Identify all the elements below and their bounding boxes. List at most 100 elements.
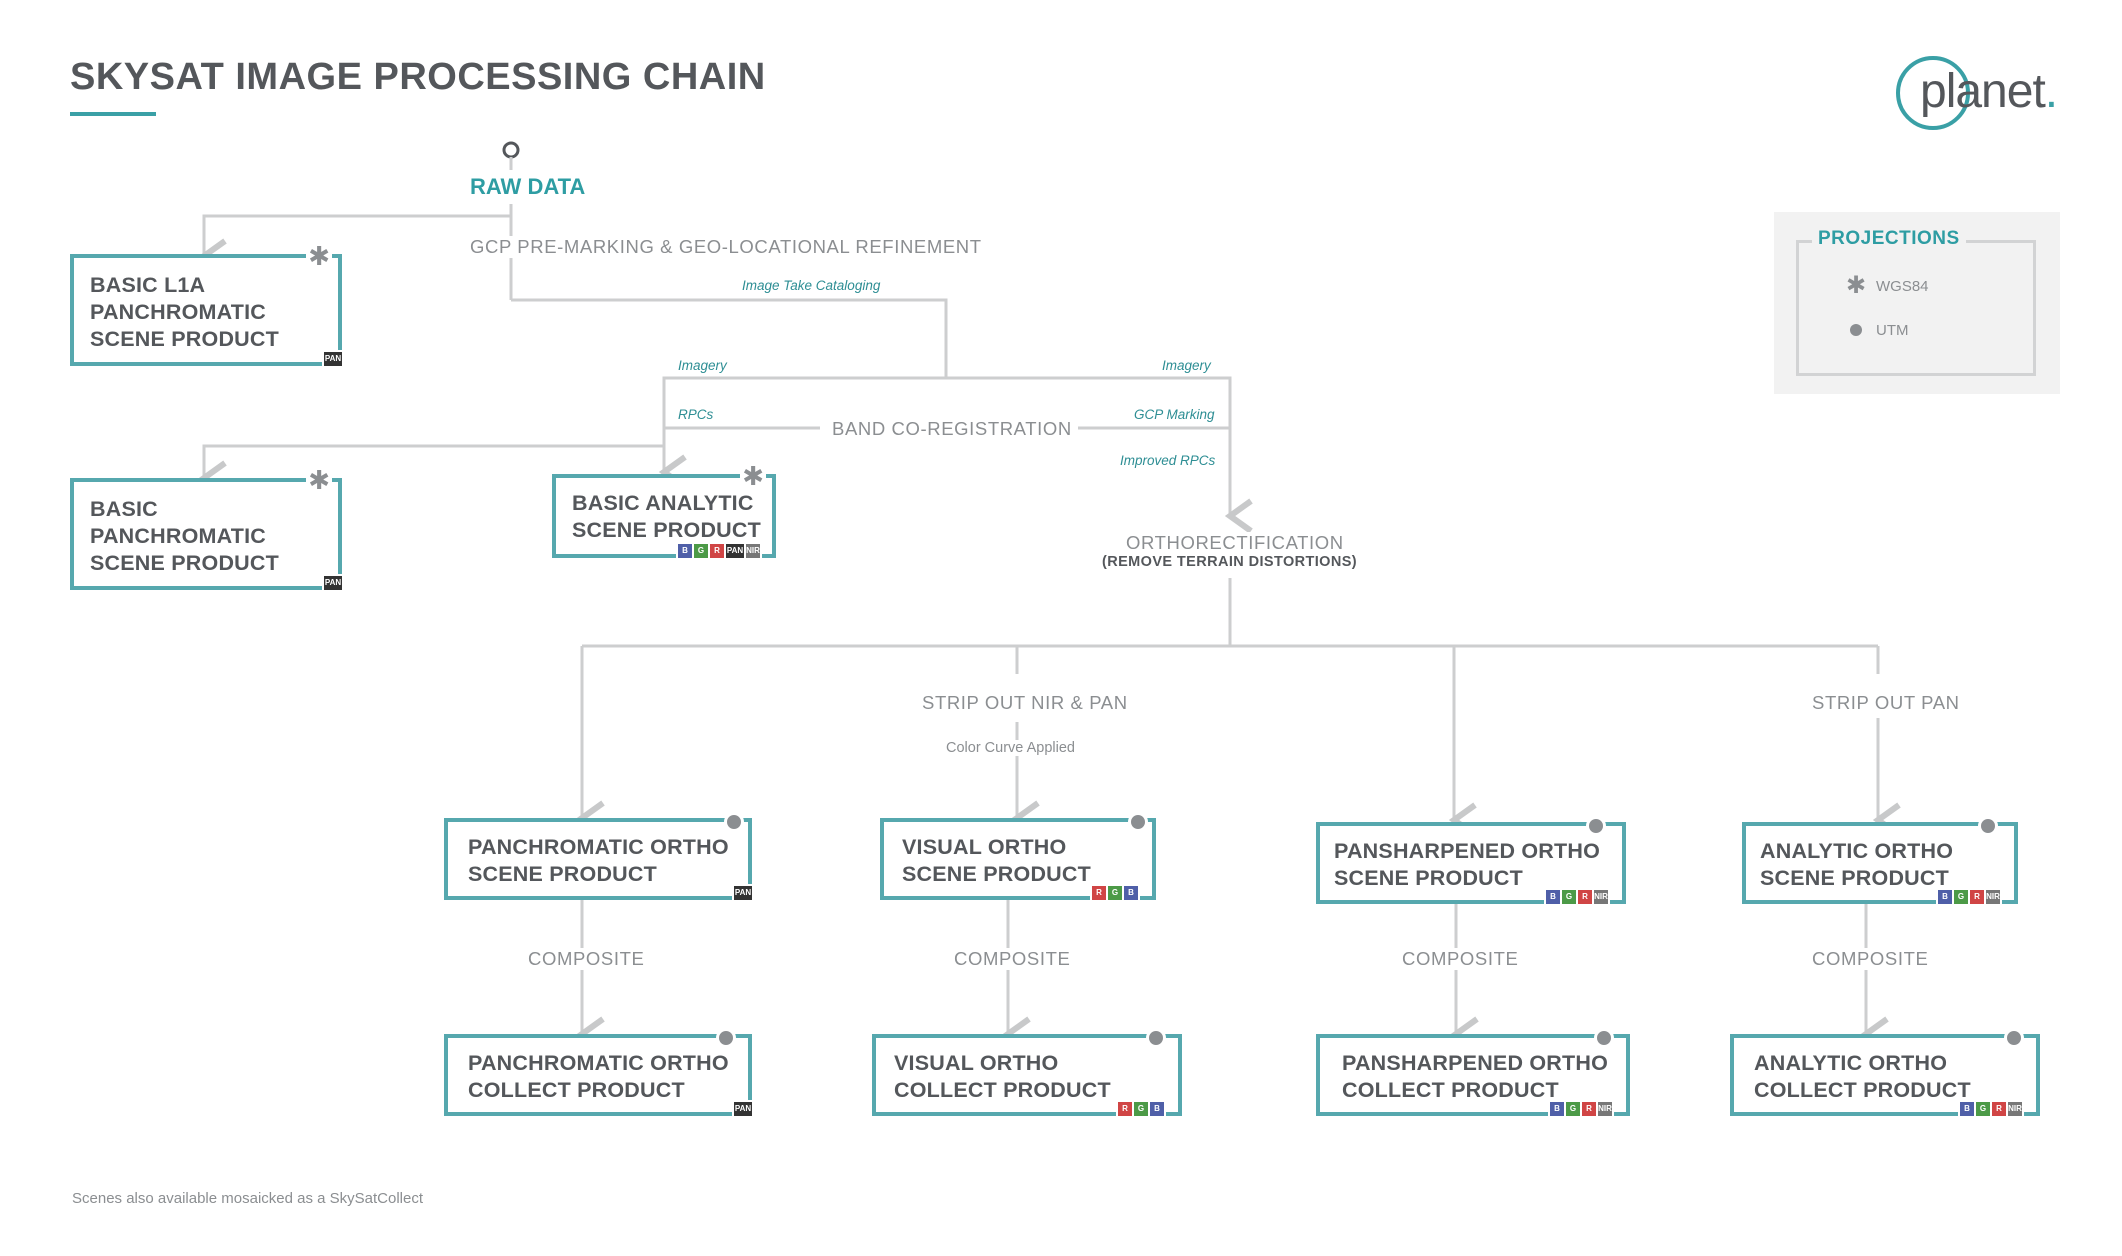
band-badges: B G R PAN NIR xyxy=(676,542,762,560)
band-g: G xyxy=(1108,886,1122,900)
asterisk-icon: ✱ xyxy=(1846,272,1867,299)
label-line: ANALYTIC ORTHO xyxy=(1760,839,1954,863)
product-label: BASIC ANALYTIC SCENE PRODUCT xyxy=(572,490,761,544)
wgs84-asterisk-icon: ✱ xyxy=(740,461,766,491)
band-g: G xyxy=(1954,890,1968,904)
label-line: SCENE PRODUCT xyxy=(90,551,279,575)
utm-dot-icon xyxy=(724,812,744,832)
band-pan: PAN xyxy=(726,544,744,558)
product-label: PANCHROMATIC ORTHO COLLECT PRODUCT xyxy=(468,1050,729,1104)
logo-word: planet xyxy=(1920,65,2046,118)
label-line: COLLECT PRODUCT xyxy=(1754,1078,1971,1102)
band-nir: NIR xyxy=(1594,890,1608,904)
composite-label: COMPOSITE xyxy=(948,948,1077,970)
band-badges: B G R NIR xyxy=(1544,888,1610,906)
band-pan: PAN xyxy=(734,1102,752,1116)
utm-dot-icon xyxy=(1978,816,1998,836)
band-r: R xyxy=(1578,890,1592,904)
band-b: B xyxy=(1960,1102,1974,1116)
logo-dot: . xyxy=(2044,65,2058,118)
label-line: PANCHROMATIC xyxy=(90,300,266,324)
footer-note: Scenes also available mosaicked as a Sky… xyxy=(72,1190,424,1207)
label-line: COLLECT PRODUCT xyxy=(1342,1078,1559,1102)
wgs84-asterisk-icon: ✱ xyxy=(306,241,332,271)
product-label: BASIC PANCHROMATIC SCENE PRODUCT xyxy=(90,496,279,577)
color-curve-note: Color Curve Applied xyxy=(942,740,1079,756)
band-badges: R G B xyxy=(1116,1100,1166,1118)
product-label: PANSHARPENED ORTHO COLLECT PRODUCT xyxy=(1342,1050,1608,1104)
label-line: BASIC xyxy=(90,497,158,521)
band-b: B xyxy=(678,544,692,558)
band-r: R xyxy=(1992,1102,2006,1116)
improved-rpcs-note: Improved RPCs xyxy=(1120,453,1216,468)
raw-data-label: RAW DATA xyxy=(470,174,586,199)
label-line: COLLECT PRODUCT xyxy=(468,1078,685,1102)
utm-dot-icon xyxy=(1594,1028,1614,1048)
label-line: VISUAL ORTHO xyxy=(894,1051,1059,1075)
band-pan: PAN xyxy=(324,576,342,590)
composite-label: COMPOSITE xyxy=(1806,948,1935,970)
label-line: BASIC ANALYTIC xyxy=(572,491,754,515)
label-line: SCENE PRODUCT xyxy=(1760,866,1949,890)
utm-label: UTM xyxy=(1876,322,1909,339)
label-line: PANSHARPENED ORTHO xyxy=(1342,1051,1608,1075)
band-badges: B G R NIR xyxy=(1548,1100,1614,1118)
label-line: SCENE PRODUCT xyxy=(468,862,657,886)
pansharpened-ortho-collect-product: PANSHARPENED ORTHO COLLECT PRODUCT B G R… xyxy=(1316,1028,1630,1118)
band-badges: PAN xyxy=(322,350,344,368)
imagery-left-note: Imagery xyxy=(678,358,727,373)
product-label: PANCHROMATIC ORTHO SCENE PRODUCT xyxy=(468,834,729,888)
gcp-marking-note: GCP Marking xyxy=(1134,407,1215,422)
wgs84-label: WGS84 xyxy=(1876,278,1929,295)
analytic-ortho-collect-product: ANALYTIC ORTHO COLLECT PRODUCT B G R NIR xyxy=(1730,1028,2040,1118)
product-label: BASIC L1A PANCHROMATIC SCENE PRODUCT xyxy=(90,272,279,353)
band-nir: NIR xyxy=(2008,1102,2022,1116)
title-underline xyxy=(70,112,156,116)
band-b: B xyxy=(1550,1102,1564,1116)
product-label: ANALYTIC ORTHO COLLECT PRODUCT xyxy=(1754,1050,1971,1104)
dot-icon xyxy=(1850,324,1862,336)
projections-title: PROJECTIONS xyxy=(1812,228,1966,250)
band-nir: NIR xyxy=(746,544,760,558)
band-badges: R G B xyxy=(1090,884,1140,902)
band-b: B xyxy=(1938,890,1952,904)
start-node-icon xyxy=(502,141,520,159)
band-badges: B G R NIR xyxy=(1958,1100,2024,1118)
band-r: R xyxy=(1092,886,1106,900)
band-r: R xyxy=(1118,1102,1132,1116)
composite-label: COMPOSITE xyxy=(522,948,651,970)
band-b: B xyxy=(1150,1102,1164,1116)
logo-wordmark: planet. xyxy=(1920,64,2058,119)
image-take-note: Image Take Cataloging xyxy=(742,278,881,293)
label-line: BASIC L1A xyxy=(90,273,206,297)
band-r: R xyxy=(1970,890,1984,904)
utm-dot-icon xyxy=(1586,816,1606,836)
band-g: G xyxy=(1976,1102,1990,1116)
visual-ortho-scene-product: VISUAL ORTHO SCENE PRODUCT R G B xyxy=(880,812,1156,902)
band-pan: PAN xyxy=(324,352,342,366)
band-r: R xyxy=(1582,1102,1596,1116)
label-line: VISUAL ORTHO xyxy=(902,835,1067,859)
band-nir: NIR xyxy=(1986,890,2000,904)
strip-pan-label: STRIP OUT PAN xyxy=(1806,692,1966,714)
analytic-ortho-scene-product: ANALYTIC ORTHO SCENE PRODUCT B G R NIR xyxy=(1742,816,2018,906)
basic-panchromatic-scene-product: BASIC PANCHROMATIC SCENE PRODUCT ✱ PAN xyxy=(70,467,344,592)
imagery-right-note: Imagery xyxy=(1162,358,1211,373)
band-badges: PAN xyxy=(322,574,344,592)
planet-logo: planet. xyxy=(1896,56,2066,136)
band-b: B xyxy=(1546,890,1560,904)
product-label: VISUAL ORTHO COLLECT PRODUCT xyxy=(894,1050,1111,1104)
utm-dot-icon xyxy=(2004,1028,2024,1048)
page-title: SKYSAT IMAGE PROCESSING CHAIN xyxy=(70,56,766,98)
label-line: SCENE PRODUCT xyxy=(902,862,1091,886)
band-b: B xyxy=(1124,886,1138,900)
band-pan: PAN xyxy=(734,886,752,900)
label-line: SCENE PRODUCT xyxy=(1334,866,1523,890)
projections-frame xyxy=(1796,240,2036,376)
band-nir: NIR xyxy=(1598,1102,1612,1116)
composite-label: COMPOSITE xyxy=(1396,948,1525,970)
band-r: R xyxy=(710,544,724,558)
visual-ortho-collect-product: VISUAL ORTHO COLLECT PRODUCT R G B xyxy=(872,1028,1182,1118)
label-line: SCENE PRODUCT xyxy=(572,518,761,542)
